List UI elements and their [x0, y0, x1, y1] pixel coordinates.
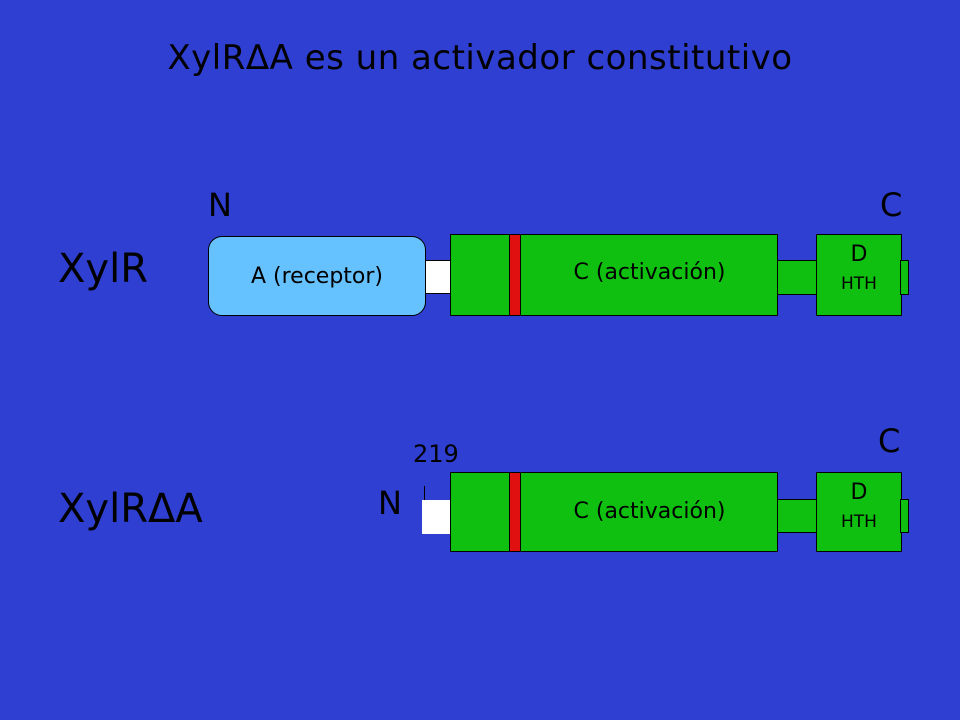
receptor-domain-a: A (receptor) — [208, 236, 426, 316]
domain-d — [816, 472, 902, 552]
activation-domain-label: C (activación) — [573, 259, 726, 285]
truncation-tick — [424, 486, 425, 500]
receptor-domain-label: A (receptor) — [250, 263, 384, 289]
c-terminal-tail — [900, 260, 909, 295]
red-marker — [509, 234, 521, 316]
red-marker — [509, 472, 521, 552]
domain-d-label: D — [850, 480, 868, 505]
c-d-linker — [777, 260, 817, 295]
n-terminus-label: N — [378, 484, 402, 522]
c-d-linker — [777, 499, 817, 533]
hth-label: HTH — [841, 512, 877, 532]
page-title: XylRΔA es un activador constitutivo — [167, 38, 793, 78]
domain-d — [816, 234, 902, 316]
linker-segment — [422, 500, 452, 534]
c-terminus-label: C — [880, 186, 903, 224]
xylr-label: XylR — [58, 246, 148, 292]
domain-d-label: D — [850, 242, 868, 267]
linker-segment — [422, 260, 452, 294]
activation-domain-label: C (activación) — [573, 498, 726, 524]
activation-domain-c — [450, 472, 778, 552]
n-terminus-label: N — [208, 186, 232, 224]
c-terminus-label: C — [878, 422, 901, 460]
activation-domain-c — [450, 234, 778, 316]
residue-number: 219 — [413, 440, 459, 468]
xylr-delta-label: XylRΔA — [58, 486, 203, 532]
c-terminal-tail — [900, 499, 909, 533]
hth-label: HTH — [841, 274, 877, 294]
